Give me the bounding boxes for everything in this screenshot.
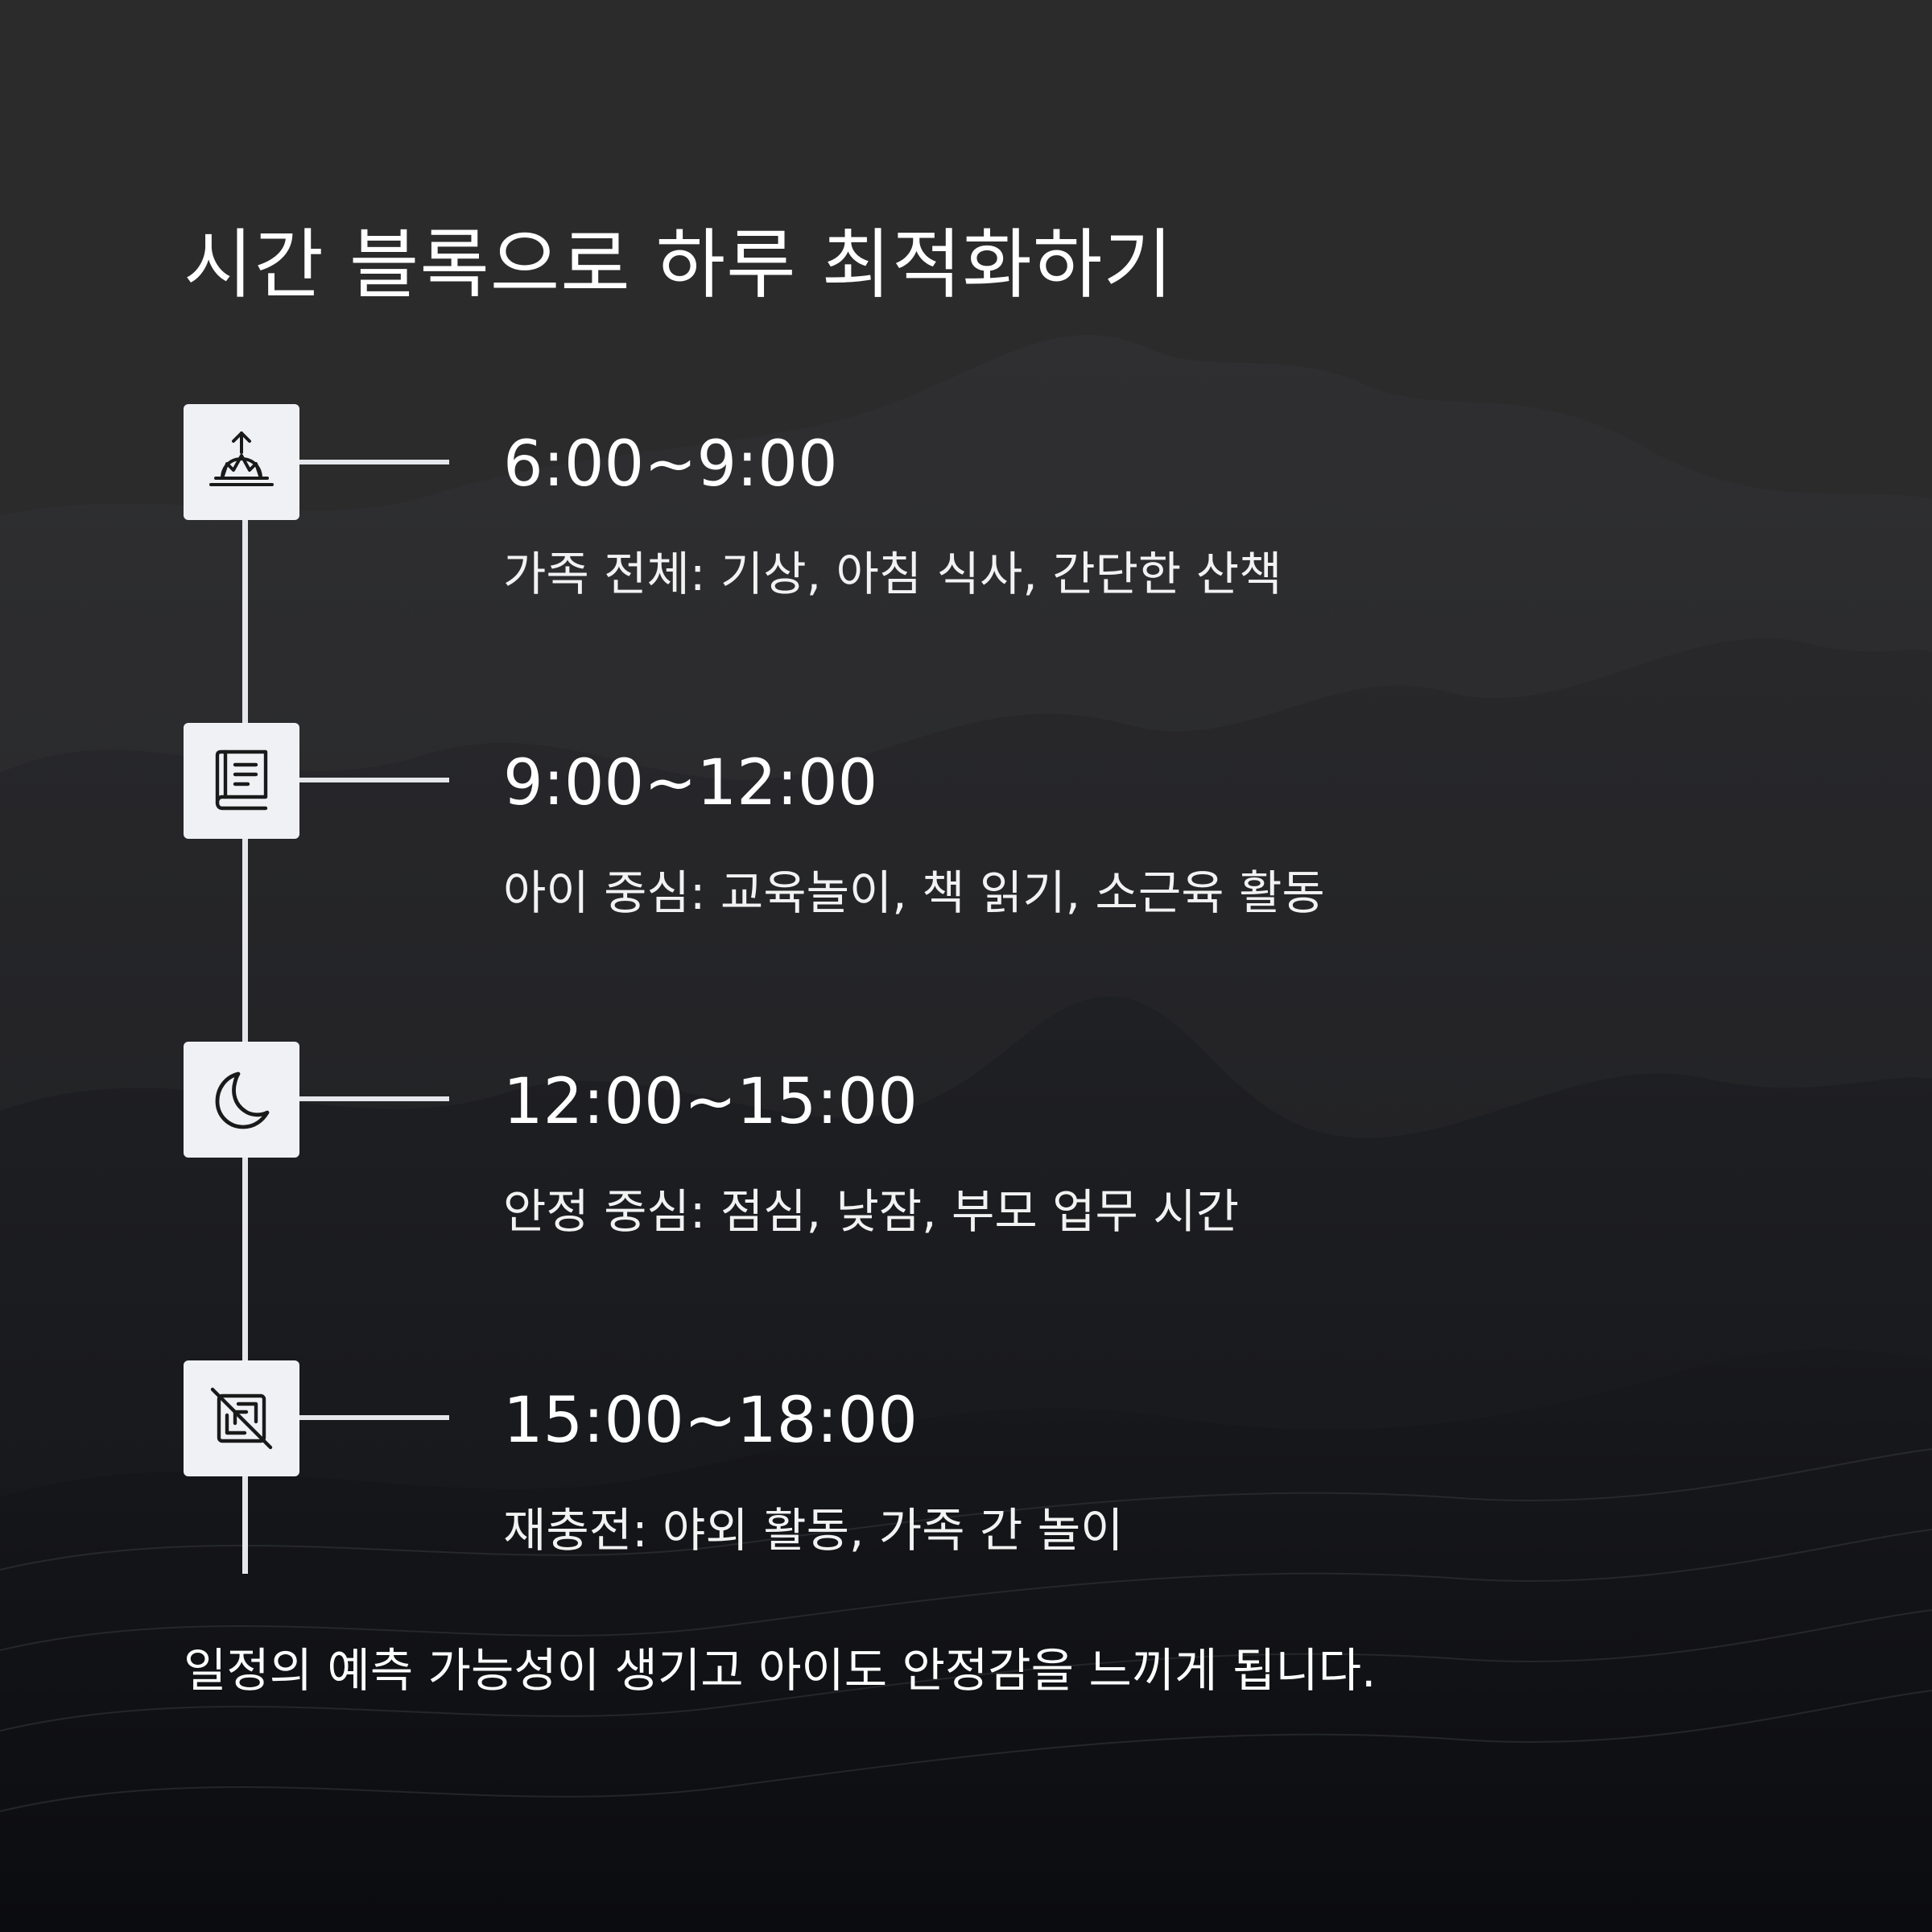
time-description: 안정 중심: 점심, 낮잠, 부모 업무 시간 [503,1184,1240,1239]
book-icon [215,749,268,811]
time-label: 15:00~18:00 [503,1385,918,1457]
timeline-icon-box-4 [184,1360,299,1476]
timeline-icon-box-3 [184,1042,299,1158]
sunrise-icon [209,431,274,486]
footer-note: 일정의 예측 가능성이 생기고 아이도 안정감을 느끼게 됩니다. [184,1643,1377,1698]
timeline-icon-box-1 [184,404,299,520]
page-title: 시간 블록으로 하루 최적화하기 [184,221,1174,309]
time-description: 재충전: 야외 활동, 가족 간 놀이 [503,1503,1124,1558]
connector-2 [299,778,449,782]
connector-3 [299,1096,449,1101]
no-screen-icon [210,1387,273,1450]
time-label: 12:00~15:00 [503,1066,918,1138]
time-label: 9:00~12:00 [503,747,878,819]
connector-1 [299,460,449,464]
time-label: 6:00~9:00 [503,428,838,501]
timeline-icon-box-2 [184,723,299,839]
time-description: 아이 중심: 교육놀이, 책 읽기, 소근육 활동 [503,865,1325,920]
timeline-line [242,483,248,1574]
moon-icon [215,1071,270,1129]
time-description: 가족 전체: 기상, 아침 식사, 간단한 산책 [503,547,1282,601]
connector-4 [299,1415,449,1420]
